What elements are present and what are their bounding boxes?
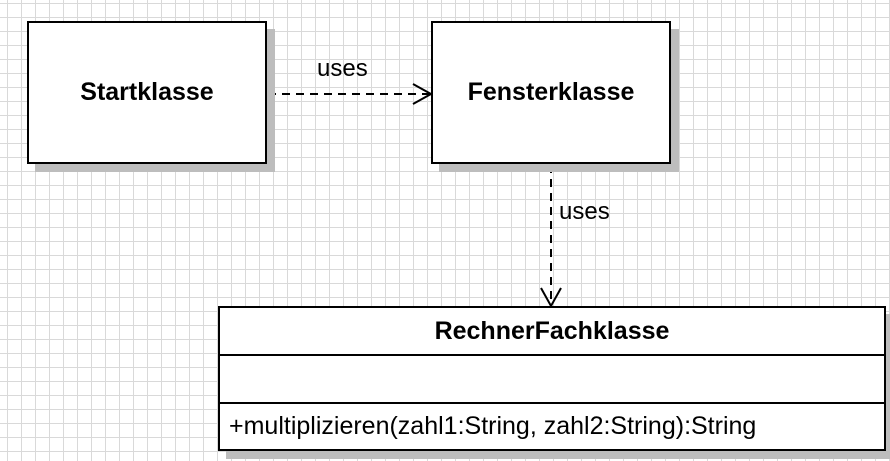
class-name-rechnerfachklasse: RechnerFachklasse [434, 316, 670, 345]
class-name-startklasse: Startklasse [80, 78, 214, 106]
class-box-rechnerfachklasse[interactable]: RechnerFachklasse +multiplizieren(zahl1:… [218, 306, 886, 451]
class-operation: +multiplizieren(zahl1:String, zahl2:Stri… [229, 412, 757, 440]
class-box-startklasse[interactable]: Startklasse [27, 21, 267, 164]
class-attributes-compartment [220, 356, 884, 404]
relation-label-uses: uses [559, 198, 610, 225]
class-name-compartment: RechnerFachklasse [220, 308, 884, 356]
class-name-fensterklasse: Fensterklasse [467, 78, 635, 106]
relation-label-uses: uses [317, 55, 368, 82]
class-operations-compartment: +multiplizieren(zahl1:String, zahl2:Stri… [220, 404, 884, 449]
class-box-fensterklasse[interactable]: Fensterklasse [431, 21, 671, 164]
